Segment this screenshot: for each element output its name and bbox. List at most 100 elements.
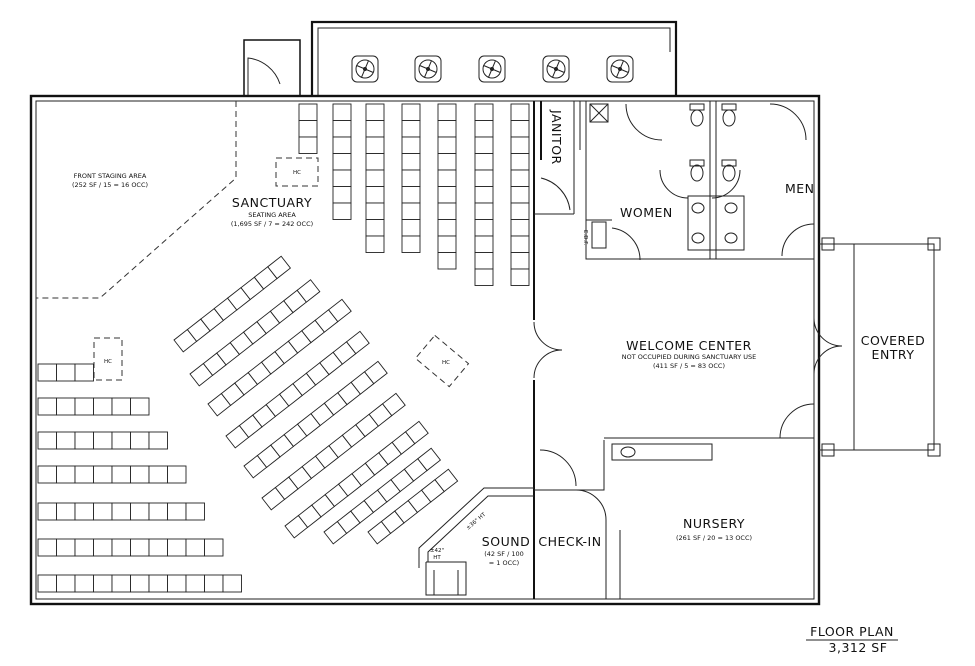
seat-icon bbox=[130, 574, 150, 593]
seat-icon bbox=[510, 120, 530, 138]
seat-icon bbox=[474, 186, 494, 204]
door-swing-icon bbox=[247, 57, 281, 96]
seat-icon bbox=[437, 103, 457, 121]
sanctuary-occ: (1,695 SF / 7 = 242 OCC) bbox=[231, 220, 313, 228]
seat-icon bbox=[437, 169, 457, 187]
seat-icon bbox=[365, 169, 385, 187]
seat-icon bbox=[148, 431, 168, 450]
seat-icon bbox=[437, 235, 457, 253]
covered-entry-canopy bbox=[819, 237, 941, 457]
seat-icon bbox=[296, 279, 321, 303]
seat-icon bbox=[93, 397, 113, 416]
seat-icon bbox=[510, 252, 530, 270]
seat-icon bbox=[401, 186, 421, 204]
seat-icon bbox=[130, 397, 150, 416]
doors bbox=[533, 103, 843, 521]
seat-icon bbox=[111, 431, 131, 450]
seat-icon bbox=[111, 397, 131, 416]
seat-icon bbox=[401, 120, 421, 138]
door-swing-icon bbox=[781, 223, 815, 257]
vestibule bbox=[243, 39, 301, 96]
seat-icon bbox=[510, 219, 530, 237]
seat-icon bbox=[204, 574, 224, 593]
seat-icon bbox=[130, 538, 150, 557]
seat-icon bbox=[167, 538, 187, 557]
plan-area: 3,312 SF bbox=[829, 640, 888, 655]
door-swing-icon bbox=[533, 321, 563, 379]
checkin-label: CHECK-IN bbox=[538, 534, 601, 549]
drinking-fountain-icon bbox=[591, 221, 607, 249]
sanctuary-sub: SEATING AREA bbox=[248, 211, 296, 219]
seat-icon bbox=[363, 360, 388, 385]
seat-icon bbox=[332, 169, 352, 187]
seat-icon bbox=[381, 392, 406, 417]
front-staging-occ: (252 SF / 15 = 16 OCC) bbox=[72, 181, 148, 189]
seat-icon bbox=[332, 136, 352, 154]
welcome-center-note: NOT OCCUPIED DURING SANCTUARY USE bbox=[622, 353, 757, 361]
sound-title: SOUND bbox=[482, 534, 530, 549]
seat-icon bbox=[437, 219, 457, 237]
seat-icon bbox=[345, 330, 370, 355]
seat-icon bbox=[365, 186, 385, 204]
seat-icon bbox=[37, 431, 57, 450]
seat-icon bbox=[204, 538, 224, 557]
seat-icon bbox=[417, 447, 442, 472]
seat-icon bbox=[56, 397, 76, 416]
counter bbox=[611, 443, 713, 461]
seat-icon bbox=[93, 431, 113, 450]
seat-icon bbox=[167, 574, 187, 593]
seat-icon bbox=[474, 169, 494, 187]
seat-icon bbox=[93, 465, 113, 484]
seat-icon bbox=[474, 153, 494, 171]
sanctuary-title: SANCTUARY bbox=[232, 195, 312, 210]
door-swing-icon bbox=[539, 449, 577, 487]
seat-icon bbox=[298, 136, 318, 154]
ceiling-fan-icon bbox=[542, 55, 570, 83]
seat-icon bbox=[365, 202, 385, 220]
toilet-icon bbox=[721, 103, 737, 127]
seat-icon bbox=[148, 502, 168, 521]
seat-icon bbox=[37, 397, 57, 416]
ht42-label-2: HT bbox=[433, 555, 441, 561]
seat-icon bbox=[111, 574, 131, 593]
hc-spaces bbox=[93, 157, 470, 388]
seat-icon bbox=[111, 538, 131, 557]
seat-icon bbox=[37, 363, 57, 382]
toilet-icon bbox=[721, 159, 737, 182]
seat-icon bbox=[74, 502, 94, 521]
women-label: WOMEN bbox=[620, 205, 673, 220]
seat-icon bbox=[74, 574, 94, 593]
seat-icon bbox=[74, 465, 94, 484]
seat-icon bbox=[404, 420, 429, 445]
seat-icon bbox=[93, 574, 113, 593]
seat-icon bbox=[130, 431, 150, 450]
seat-icon bbox=[401, 235, 421, 253]
seat-icon bbox=[437, 252, 457, 270]
seat-icon bbox=[510, 153, 530, 171]
seat-icon bbox=[56, 363, 76, 382]
seat-icon bbox=[401, 219, 421, 237]
seat-icon bbox=[74, 397, 94, 416]
seat-icon bbox=[365, 153, 385, 171]
ceiling-fan-icon bbox=[414, 55, 442, 83]
nursery-title: NURSERY bbox=[683, 516, 745, 531]
seat-icon bbox=[93, 538, 113, 557]
seat-icon bbox=[111, 502, 131, 521]
seat-icon bbox=[298, 103, 318, 121]
seat-icon bbox=[474, 219, 494, 237]
seat-icon bbox=[510, 202, 530, 220]
building-outline bbox=[29, 94, 821, 606]
seat-icon bbox=[185, 574, 205, 593]
seat-icon bbox=[332, 202, 352, 220]
seat-icon bbox=[37, 465, 57, 484]
ceiling-fans bbox=[351, 55, 634, 83]
men-label: MEN bbox=[785, 181, 815, 196]
fixtures bbox=[589, 103, 745, 461]
partitions bbox=[533, 100, 815, 599]
seat-icon bbox=[437, 136, 457, 154]
seat-icon bbox=[474, 235, 494, 253]
seat-icon bbox=[401, 153, 421, 171]
staging-boundary bbox=[36, 101, 237, 299]
seat-icon bbox=[130, 502, 150, 521]
